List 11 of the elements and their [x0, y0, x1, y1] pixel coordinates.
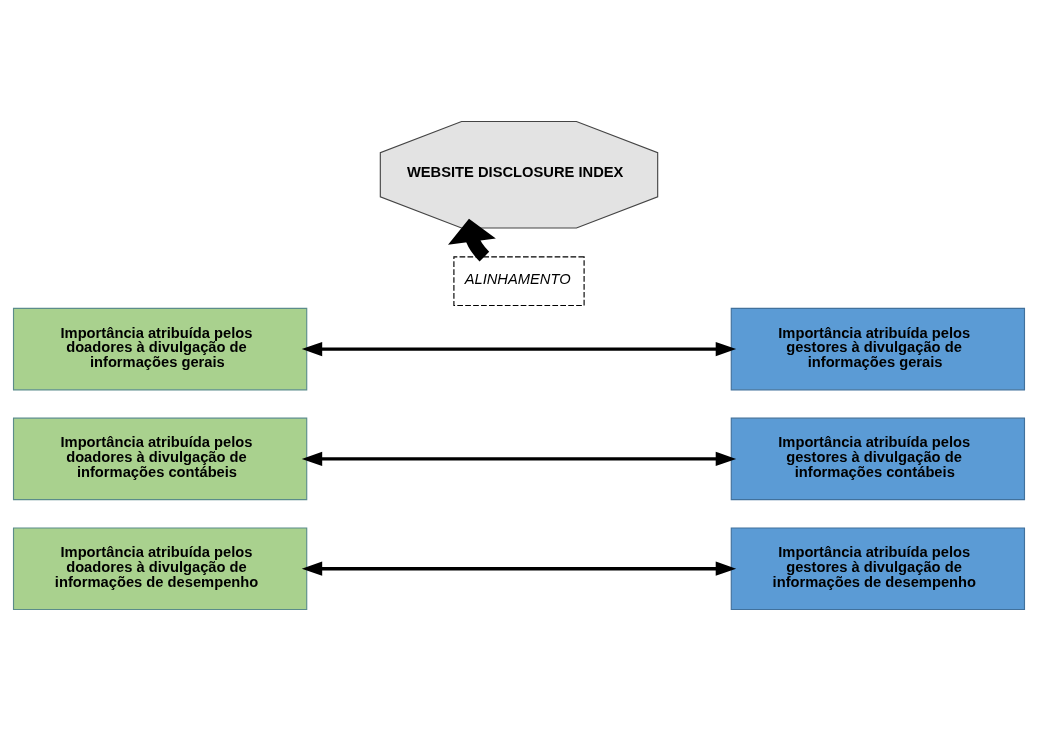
arrow: [301, 341, 737, 357]
node-box: ALINHAMENTO: [453, 256, 585, 307]
node-box: Importância atribuída pelos doadores à divulgação de informações gerais: [12, 307, 308, 391]
node-box: Importância atribuída pelos doadores à divulgação de informações contábeis: [12, 417, 308, 501]
node-box: Importância atribuída pelos gestores à divulgação de informações de desempenho: [730, 527, 1026, 611]
node-box: Importância atribuída pelos gestores à divulgação de informações gerais: [730, 307, 1026, 391]
arrow: [301, 451, 737, 467]
arrow: [448, 218, 496, 262]
arrow: [301, 561, 737, 576]
node-box: Importância atribuída pelos doadores à divulgação de informações de desempenho: [12, 527, 308, 611]
node-box: Importância atribuída pelos gestores à divulgação de informações contábeis: [730, 417, 1026, 501]
